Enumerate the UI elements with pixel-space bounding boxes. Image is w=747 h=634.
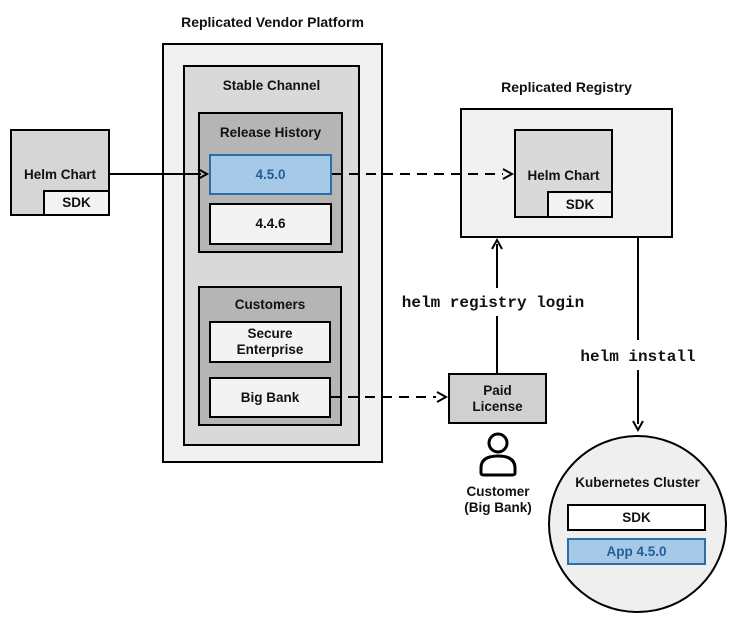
helm-chart-label: Helm Chart (527, 168, 600, 183)
helm-install-command: helm install (580, 348, 696, 366)
registry-sdk-box: SDK (547, 191, 613, 218)
cluster-app-box: App 4.5.0 (567, 538, 706, 565)
customer-item-big-bank: Big Bank (209, 377, 331, 418)
sdk-label: SDK (622, 509, 651, 525)
paid-license-box: Paid License (448, 373, 547, 424)
source-sdk-box: SDK (43, 190, 110, 216)
release-history-title: Release History (219, 125, 322, 140)
helm-registry-login-command: helm registry login (401, 294, 585, 312)
app-version-label: App 4.5.0 (606, 543, 667, 559)
customer-caption-line2: (Big Bank) (464, 500, 532, 515)
sdk-label: SDK (62, 195, 91, 211)
vendor-platform-title: Replicated Vendor Platform (181, 14, 364, 30)
customer-name-label: Big Bank (240, 389, 300, 405)
release-item-4-4-6: 4.4.6 (209, 203, 332, 245)
stable-channel-title: Stable Channel (222, 78, 321, 93)
kubernetes-cluster-title: Kubernetes Cluster (575, 475, 700, 490)
customer-name-label: Secure Enterprise (236, 326, 304, 357)
customer-item-secure-enterprise: Secure Enterprise (209, 321, 331, 363)
release-version-label: 4.5.0 (255, 166, 286, 182)
person-icon (479, 432, 517, 477)
release-version-label: 4.4.6 (255, 216, 286, 232)
helm-chart-label: Helm Chart (23, 167, 96, 182)
sdk-label: SDK (565, 196, 595, 212)
cluster-sdk-box: SDK (567, 504, 706, 531)
registry-title: Replicated Registry (501, 79, 632, 95)
arrow-registry-to-cluster (632, 238, 644, 433)
paid-license-label: Paid License (472, 382, 523, 414)
release-item-4-5-0: 4.5.0 (209, 154, 332, 195)
customer-caption-line1: Customer (466, 484, 530, 499)
customers-title: Customers (234, 297, 306, 312)
